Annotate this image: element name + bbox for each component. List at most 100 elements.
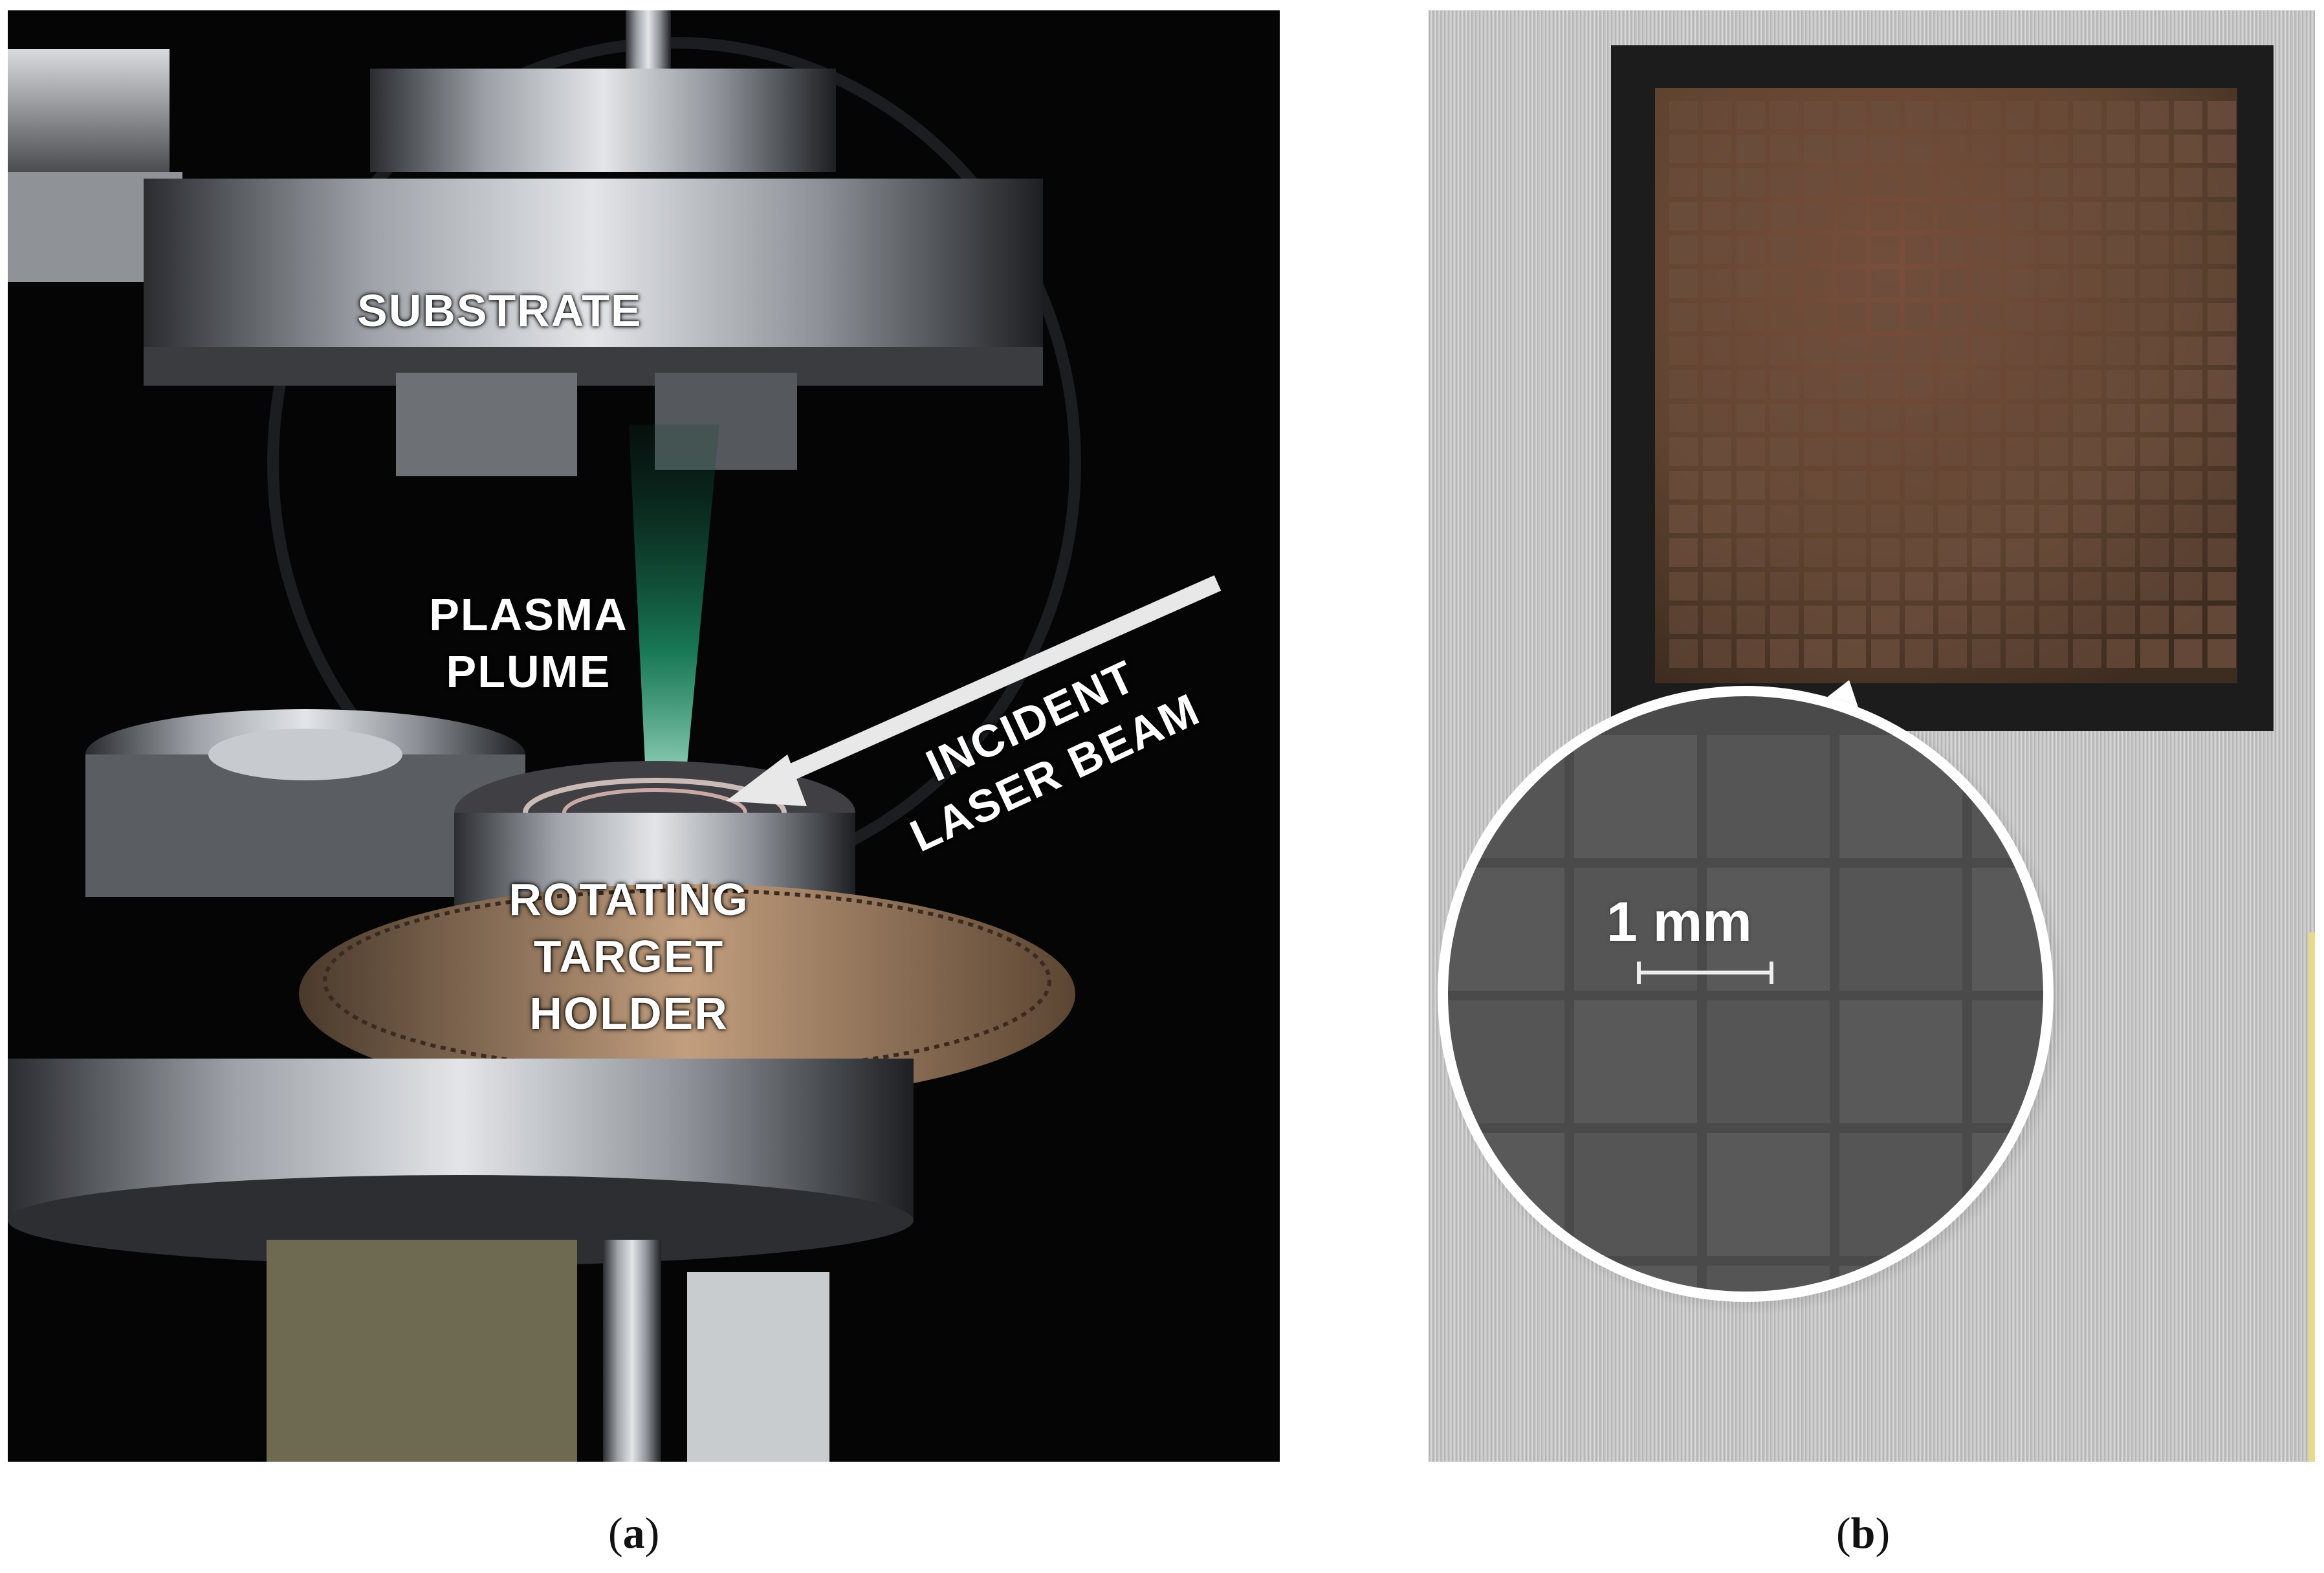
- grid-tile: [1837, 471, 1866, 500]
- grid-tile: [1972, 269, 2001, 298]
- grid-tile: [1669, 572, 1698, 600]
- grid-tile: [1871, 404, 1900, 432]
- grid-tile: [1871, 336, 1900, 365]
- grid-tile: [1770, 269, 1799, 298]
- grid-tile: [1703, 303, 1731, 331]
- grid-tile: [1804, 404, 1832, 432]
- zoom-tile: [1574, 735, 1697, 858]
- grid-tile: [1669, 168, 1698, 197]
- grid-tile: [1669, 236, 1698, 264]
- grid-tile: [2174, 639, 2202, 668]
- grid-tile: [2006, 639, 2034, 668]
- grid-tile: [1804, 639, 1832, 668]
- grid-tile: [1871, 236, 1900, 264]
- grid-tile: [1837, 437, 1866, 466]
- grid-tile: [1938, 538, 1967, 567]
- zoom-tile: [1574, 1133, 1697, 1256]
- grid-tile: [2006, 437, 2034, 466]
- grid-tile: [1871, 538, 1900, 567]
- grid-tile: [1737, 437, 1765, 466]
- grid-tile: [2107, 505, 2135, 533]
- grid-tile: [1905, 101, 1933, 129]
- zoom-tile: [1707, 1000, 1830, 1123]
- grid-tile: [2039, 101, 2068, 129]
- grid-tile: [2006, 336, 2034, 365]
- grid-tile: [1905, 437, 1933, 466]
- grid-tile: [2073, 202, 2101, 230]
- grid-tile: [2006, 505, 2034, 533]
- grid-tile: [1905, 505, 1933, 533]
- grid-tile: [1703, 101, 1731, 129]
- grid-tile: [2073, 505, 2101, 533]
- grid-tile: [2107, 236, 2135, 264]
- grid-tile: [2039, 336, 2068, 365]
- grid-tile: [1972, 101, 2001, 129]
- grid-tile: [2107, 538, 2135, 567]
- grid-tile: [1737, 303, 1765, 331]
- grid-tile: [1737, 101, 1765, 129]
- grid-tile: [2073, 370, 2101, 399]
- grid-tile: [1770, 606, 1799, 634]
- grid-tile: [2107, 606, 2135, 634]
- grid-tile: [1938, 168, 1967, 197]
- grid-tile: [1972, 303, 2001, 331]
- grid-tile: [1804, 303, 1832, 331]
- grid-tile: [2006, 236, 2034, 264]
- grid-tile: [2140, 538, 2169, 567]
- grid-tile: [1804, 101, 1832, 129]
- grid-tile: [1804, 505, 1832, 533]
- grid-tile: [2208, 168, 2236, 197]
- grid-tile: [2208, 437, 2236, 466]
- grid-tile: [2006, 606, 2034, 634]
- grid-tile: [1804, 572, 1832, 600]
- grid-tile: [1938, 437, 1967, 466]
- grid-tile: [1669, 437, 1698, 466]
- grid-tile: [1905, 606, 1933, 634]
- grid-tile: [2208, 269, 2236, 298]
- grid-tile: [1669, 404, 1698, 432]
- grid-tile: [2039, 639, 2068, 668]
- grid-tile: [2073, 606, 2101, 634]
- caption-b: (b): [1836, 1508, 1891, 1557]
- grid-tile: [2208, 101, 2236, 129]
- grid-tile: [2140, 639, 2169, 668]
- grid-tile: [1703, 336, 1731, 365]
- grid-tile: [1703, 370, 1731, 399]
- grid-tile: [1804, 269, 1832, 298]
- grid-tile: [1669, 370, 1698, 399]
- grid-tile: [1837, 101, 1866, 129]
- grid-tile: [1871, 437, 1900, 466]
- grid-tile: [1972, 370, 2001, 399]
- grid-tile: [1837, 572, 1866, 600]
- grid-tile: [1804, 471, 1832, 500]
- grid-tile: [2140, 269, 2169, 298]
- grid-tile: [1804, 538, 1832, 567]
- grid-tile: [2073, 471, 2101, 500]
- grid-tile: [2039, 404, 2068, 432]
- grid-tile: [1938, 471, 1967, 500]
- grid-tile: [2107, 101, 2135, 129]
- grid-tile: [1905, 236, 1933, 264]
- grid-tile: [2208, 505, 2236, 533]
- grid-tile: [1972, 236, 2001, 264]
- grid-tile: [2140, 437, 2169, 466]
- grid-tile: [2174, 202, 2202, 230]
- grid-tile: [1938, 404, 1967, 432]
- grid-tile: [1770, 538, 1799, 567]
- grid-tile: [1804, 437, 1832, 466]
- grid-tile: [1703, 404, 1731, 432]
- zoom-tile: [1574, 1000, 1697, 1123]
- grid-tile: [2174, 505, 2202, 533]
- zoom-tile: [1707, 868, 1830, 991]
- grid-tile: [1871, 572, 1900, 600]
- grid-tile: [1905, 168, 1933, 197]
- grid-tile: [1938, 202, 1967, 230]
- grid-tile: [1837, 639, 1866, 668]
- grid-tile: [2208, 639, 2236, 668]
- grid-tile: [1972, 168, 2001, 197]
- grid-tile: [1770, 639, 1799, 668]
- grid-tile: [1837, 336, 1866, 365]
- grid-tile: [1938, 269, 1967, 298]
- grid-tile: [1737, 639, 1765, 668]
- grid-tile: [1669, 303, 1698, 331]
